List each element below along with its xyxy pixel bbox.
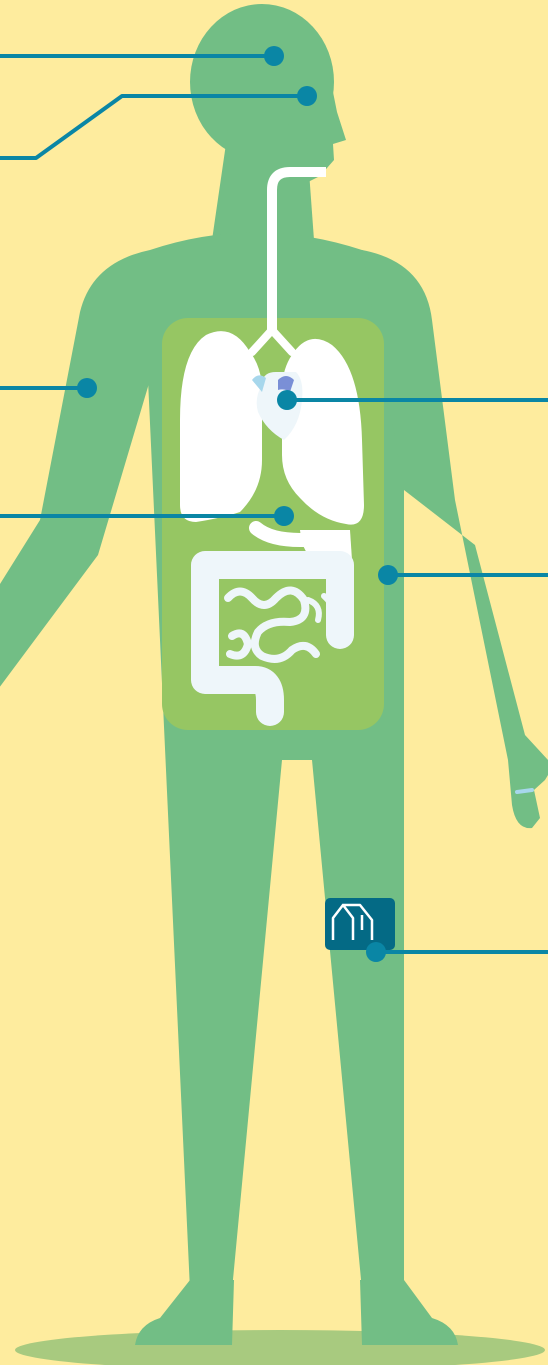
callout-shoulder-arm-dot[interactable]	[77, 378, 97, 398]
callout-stomach-dot[interactable]	[274, 506, 294, 526]
wristband	[517, 790, 532, 792]
callout-thigh-implant-dot[interactable]	[366, 942, 386, 962]
callout-brain-dot[interactable]	[264, 46, 284, 66]
callout-abdomen-dot[interactable]	[378, 565, 398, 585]
callout-heart-dot[interactable]	[277, 390, 297, 410]
thigh-implant	[325, 898, 395, 950]
callout-face-dot[interactable]	[297, 86, 317, 106]
neck	[212, 130, 314, 240]
left-lung	[180, 331, 262, 522]
